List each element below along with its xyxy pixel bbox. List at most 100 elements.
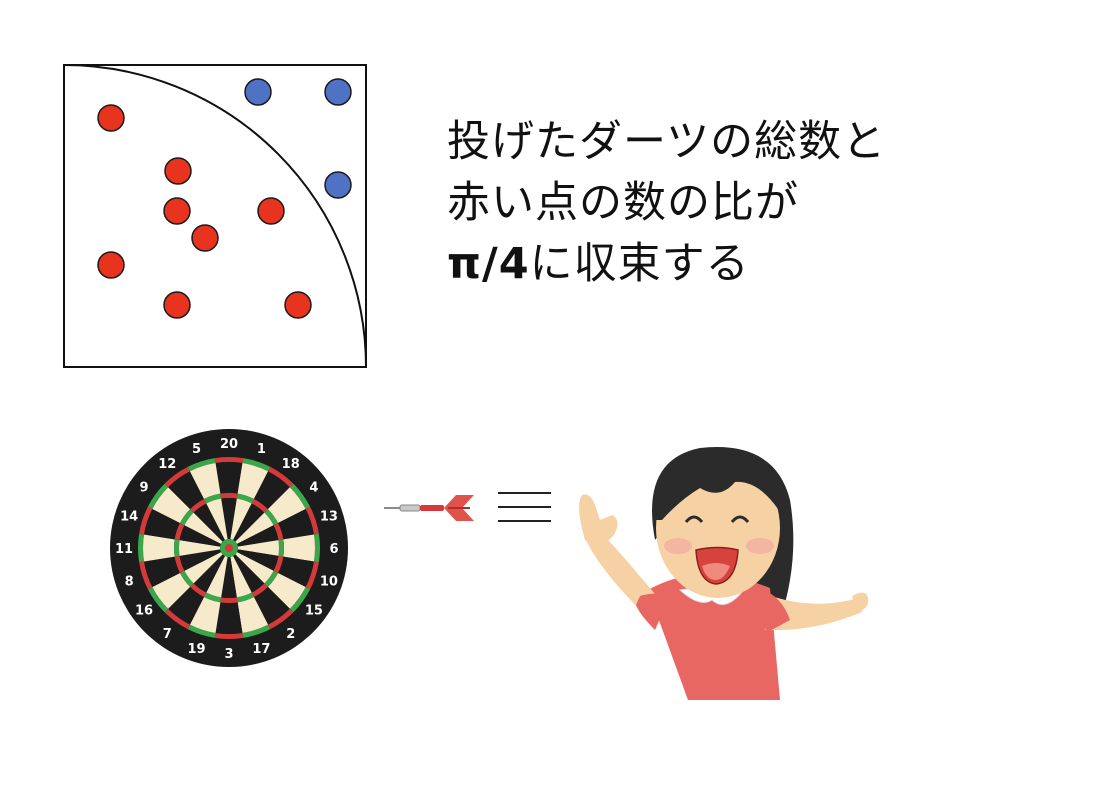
- dartboard-segment: [278, 556, 314, 588]
- dartboard-segment: [179, 509, 194, 526]
- dartboard-segment: [144, 508, 180, 540]
- dartboard-segment: [278, 508, 314, 540]
- dartboard-segment: [220, 597, 238, 603]
- dartboard-segment: [138, 533, 145, 563]
- red-dot: [164, 157, 192, 185]
- dartboard-number: 19: [188, 642, 206, 657]
- dartboard-segment: [206, 556, 228, 598]
- dartboard-segment: [289, 483, 311, 509]
- caption: 投げたダーツの総数と 赤い点の数の比が π/4に収束する: [447, 112, 886, 295]
- dartboard-number: 3: [224, 647, 233, 662]
- red-dot: [284, 291, 312, 319]
- dartboard-segment: [237, 525, 279, 547]
- dartboard-segment: [237, 540, 279, 556]
- dartboard-number: 14: [120, 510, 138, 525]
- dartboard-segment: [230, 498, 252, 540]
- dartboard-number: 20: [220, 437, 238, 452]
- dartboard-segment: [264, 509, 279, 526]
- dartboard-segment: [206, 498, 228, 540]
- dartboard-segment: [215, 462, 243, 494]
- blue-dot: [244, 78, 272, 106]
- dartboard-number: 10: [320, 574, 338, 589]
- dartboard-segment: [233, 503, 265, 542]
- quarter-circle-arc: [63, 64, 367, 368]
- red-dot: [163, 197, 191, 225]
- dartboard-number: 17: [252, 642, 270, 657]
- dartboard-number: 13: [320, 510, 338, 525]
- bullseye: [225, 544, 233, 552]
- dartboard-segment: [164, 466, 190, 488]
- dartboard-segment: [214, 457, 244, 464]
- dartboard-segment: [168, 471, 205, 510]
- dartboard-segment: [179, 540, 221, 556]
- dartboard-segment: [215, 602, 243, 635]
- red-dot: [257, 197, 285, 225]
- dartboard-segment: [236, 493, 254, 504]
- dartboard-segment: [221, 498, 237, 540]
- dartboard-number: 8: [125, 574, 134, 589]
- dartboard-segment: [305, 561, 319, 590]
- dartboard-segment: [184, 552, 223, 584]
- dartboard-segment: [189, 597, 221, 633]
- dartboard-segment: [283, 534, 315, 562]
- dartboard-number: 11: [115, 542, 133, 557]
- dartboard-segment: [179, 570, 194, 587]
- pi-over-4: π/4: [447, 239, 530, 289]
- dartboard-segment: [168, 586, 205, 625]
- dartboard-segment: [235, 552, 274, 584]
- triple-bar-icon: [498, 492, 551, 522]
- dartboard-segment: [237, 549, 279, 571]
- dartboard-segment: [147, 483, 169, 509]
- dartboard-segment: [164, 608, 190, 630]
- dartboard-number: 2: [286, 627, 295, 642]
- dartboard-number: 15: [305, 604, 323, 619]
- dartboard-segment: [268, 608, 294, 630]
- dartboard-segment: [152, 487, 191, 524]
- red-dot: [97, 104, 125, 132]
- caption-line-3-rest: に収束する: [529, 239, 750, 289]
- dartboard-segment: [313, 533, 321, 563]
- dartboard-number: 16: [135, 604, 153, 619]
- caption-line-3: π/4に収束する: [447, 234, 886, 295]
- dartboard-segment: [187, 624, 216, 638]
- blue-dots: [244, 78, 352, 199]
- dartboard-segment: [233, 554, 265, 593]
- dartboard-segment: [242, 458, 271, 472]
- dartboard-number: 4: [309, 480, 318, 495]
- red-dot: [163, 291, 191, 319]
- dartboard-segment: [193, 554, 225, 593]
- dartboard-segment: [143, 534, 175, 562]
- red-dots: [97, 104, 312, 319]
- dartboard-segment: [230, 556, 252, 598]
- dartboard-segment: [267, 572, 306, 609]
- dartboard-segment: [204, 592, 222, 603]
- dartboard-segment: [174, 555, 185, 573]
- dartboard-segment: [237, 463, 269, 499]
- dartboard-number: 5: [192, 442, 201, 457]
- dartboard-number: 7: [163, 627, 172, 642]
- dartboard-segment: [214, 632, 244, 639]
- dartboard-segment: [139, 561, 153, 590]
- dartboard-segment: [237, 597, 269, 633]
- dartboard-number: 6: [329, 542, 338, 557]
- dartboard-segment: [189, 463, 221, 499]
- dartboard-segment: [193, 503, 225, 542]
- dartboard-segment: [174, 523, 185, 541]
- dartboard-segment: [251, 498, 268, 513]
- dartboard-segment: [144, 556, 180, 588]
- dartboard-segment: [267, 487, 306, 524]
- dartboard-segment: [235, 512, 274, 544]
- dartboard-segment: [179, 525, 221, 547]
- dartboard-segment: [236, 592, 254, 603]
- dartboard-segment: [179, 549, 221, 571]
- caption-line-2: 赤い点の数の比が: [447, 178, 799, 228]
- dartboard-segment: [174, 539, 180, 557]
- dartboard-segment: [242, 624, 271, 638]
- dartboard-number: 1: [257, 442, 266, 457]
- girl-pointing-icon: [579, 447, 869, 700]
- dartboard-segment: [268, 466, 294, 488]
- dartboard-segment: [187, 458, 216, 472]
